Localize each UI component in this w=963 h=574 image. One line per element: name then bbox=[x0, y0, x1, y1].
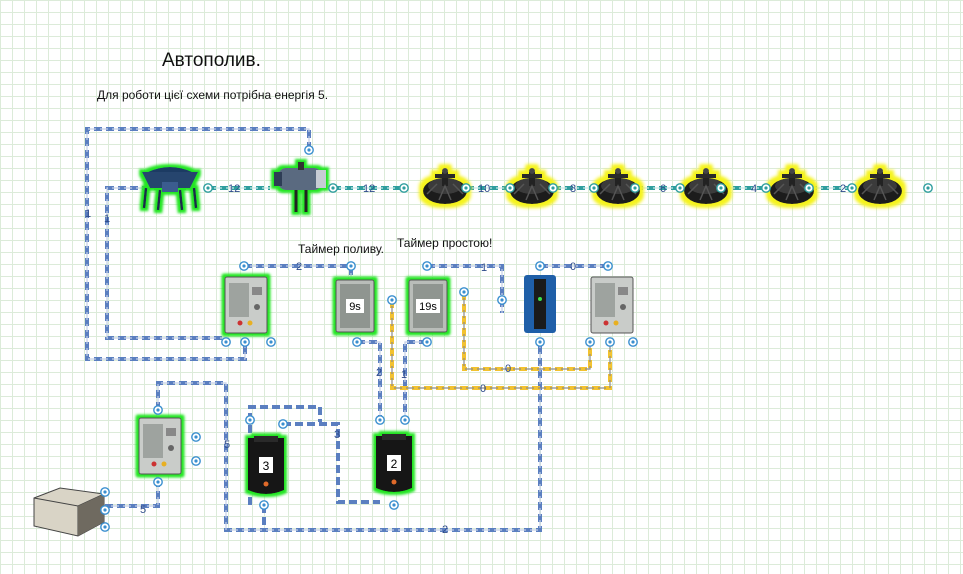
wire-label: 1 bbox=[104, 213, 110, 225]
wire-label: 2 bbox=[296, 261, 302, 273]
sprinkler-icon[interactable] bbox=[509, 167, 555, 205]
wire-label: 2 bbox=[442, 524, 448, 536]
wire-label: 0 bbox=[480, 383, 486, 395]
port[interactable] bbox=[100, 522, 110, 532]
wire-label: 8 bbox=[570, 183, 576, 195]
timer-icon[interactable]: 9s bbox=[335, 279, 375, 333]
filter-icon[interactable] bbox=[274, 162, 326, 212]
wire-label: 12 bbox=[228, 183, 240, 195]
port[interactable] bbox=[352, 337, 362, 347]
port[interactable] bbox=[589, 183, 599, 193]
port[interactable] bbox=[761, 183, 771, 193]
port[interactable] bbox=[548, 183, 558, 193]
port[interactable] bbox=[278, 419, 288, 429]
port[interactable] bbox=[804, 183, 814, 193]
port[interactable] bbox=[505, 183, 515, 193]
wire-label: 10 bbox=[478, 183, 490, 195]
port[interactable] bbox=[203, 183, 213, 193]
port[interactable] bbox=[535, 261, 545, 271]
port[interactable] bbox=[630, 183, 640, 193]
switch-box-icon[interactable] bbox=[224, 276, 268, 334]
port[interactable] bbox=[461, 183, 471, 193]
port[interactable] bbox=[628, 337, 638, 347]
wire-label: 3 bbox=[334, 429, 340, 441]
port[interactable] bbox=[675, 183, 685, 193]
port[interactable] bbox=[240, 337, 250, 347]
port[interactable] bbox=[153, 477, 163, 487]
switch-box-icon[interactable] bbox=[138, 417, 182, 475]
port[interactable] bbox=[375, 415, 385, 425]
wire-label: 12 bbox=[363, 183, 375, 195]
port[interactable] bbox=[191, 432, 201, 442]
port[interactable] bbox=[399, 183, 409, 193]
wire-label: 1 bbox=[401, 369, 407, 381]
port[interactable] bbox=[603, 261, 613, 271]
watering-timer-label: Таймер поливу. bbox=[298, 242, 384, 256]
port[interactable] bbox=[191, 456, 201, 466]
port[interactable] bbox=[422, 261, 432, 271]
generator-icon[interactable] bbox=[33, 487, 105, 537]
blue-capacitor-icon[interactable] bbox=[524, 275, 556, 333]
port[interactable] bbox=[497, 295, 507, 305]
wire-label: 0 bbox=[570, 261, 576, 273]
port[interactable] bbox=[535, 337, 545, 347]
port[interactable] bbox=[459, 287, 469, 297]
wire-label: 2 bbox=[840, 183, 846, 195]
port[interactable] bbox=[266, 337, 276, 347]
port[interactable] bbox=[847, 183, 857, 193]
energy-note: Для роботи цієї схеми потрібна енергія 5… bbox=[97, 88, 329, 102]
idle-timer-label: Таймер простою! bbox=[397, 236, 493, 250]
wire-label: 5 bbox=[224, 439, 230, 451]
port[interactable] bbox=[400, 415, 410, 425]
port[interactable] bbox=[100, 487, 110, 497]
port[interactable] bbox=[221, 337, 231, 347]
page-title: Автополив. bbox=[162, 50, 261, 71]
timer-display: 19s bbox=[419, 301, 437, 313]
port[interactable] bbox=[239, 261, 249, 271]
battery-icon[interactable]: 3 bbox=[248, 436, 284, 494]
wire-label: 1 bbox=[481, 262, 487, 274]
port[interactable] bbox=[328, 183, 338, 193]
wire-label: 1 bbox=[85, 208, 91, 220]
wire-label: 5 bbox=[140, 504, 146, 516]
port[interactable] bbox=[585, 337, 595, 347]
sprinkler-icon[interactable] bbox=[422, 167, 468, 205]
battery-display: 3 bbox=[263, 459, 270, 473]
switch-box-icon[interactable] bbox=[590, 276, 634, 334]
port[interactable] bbox=[389, 500, 399, 510]
port[interactable] bbox=[716, 183, 726, 193]
port[interactable] bbox=[923, 183, 933, 193]
port[interactable] bbox=[387, 295, 397, 305]
sprinkler-icon[interactable] bbox=[857, 167, 903, 205]
water-pump-icon[interactable] bbox=[142, 167, 198, 211]
wire-label: 2 bbox=[376, 367, 382, 379]
battery-display: 2 bbox=[391, 457, 398, 471]
port[interactable] bbox=[422, 337, 432, 347]
timer-icon[interactable]: 19s bbox=[408, 279, 448, 333]
port[interactable] bbox=[100, 505, 110, 515]
wire-label: 6 bbox=[660, 183, 666, 195]
wire-label: 0 bbox=[505, 363, 511, 375]
port[interactable] bbox=[245, 415, 255, 425]
wire-label: 4 bbox=[751, 183, 757, 195]
port[interactable] bbox=[153, 405, 163, 415]
timer-display: 9s bbox=[349, 301, 361, 313]
wires bbox=[85, 127, 852, 532]
port[interactable] bbox=[304, 145, 314, 155]
port[interactable] bbox=[346, 261, 356, 271]
port[interactable] bbox=[259, 500, 269, 510]
battery-icon[interactable]: 2 bbox=[376, 434, 412, 492]
port[interactable] bbox=[605, 337, 615, 347]
